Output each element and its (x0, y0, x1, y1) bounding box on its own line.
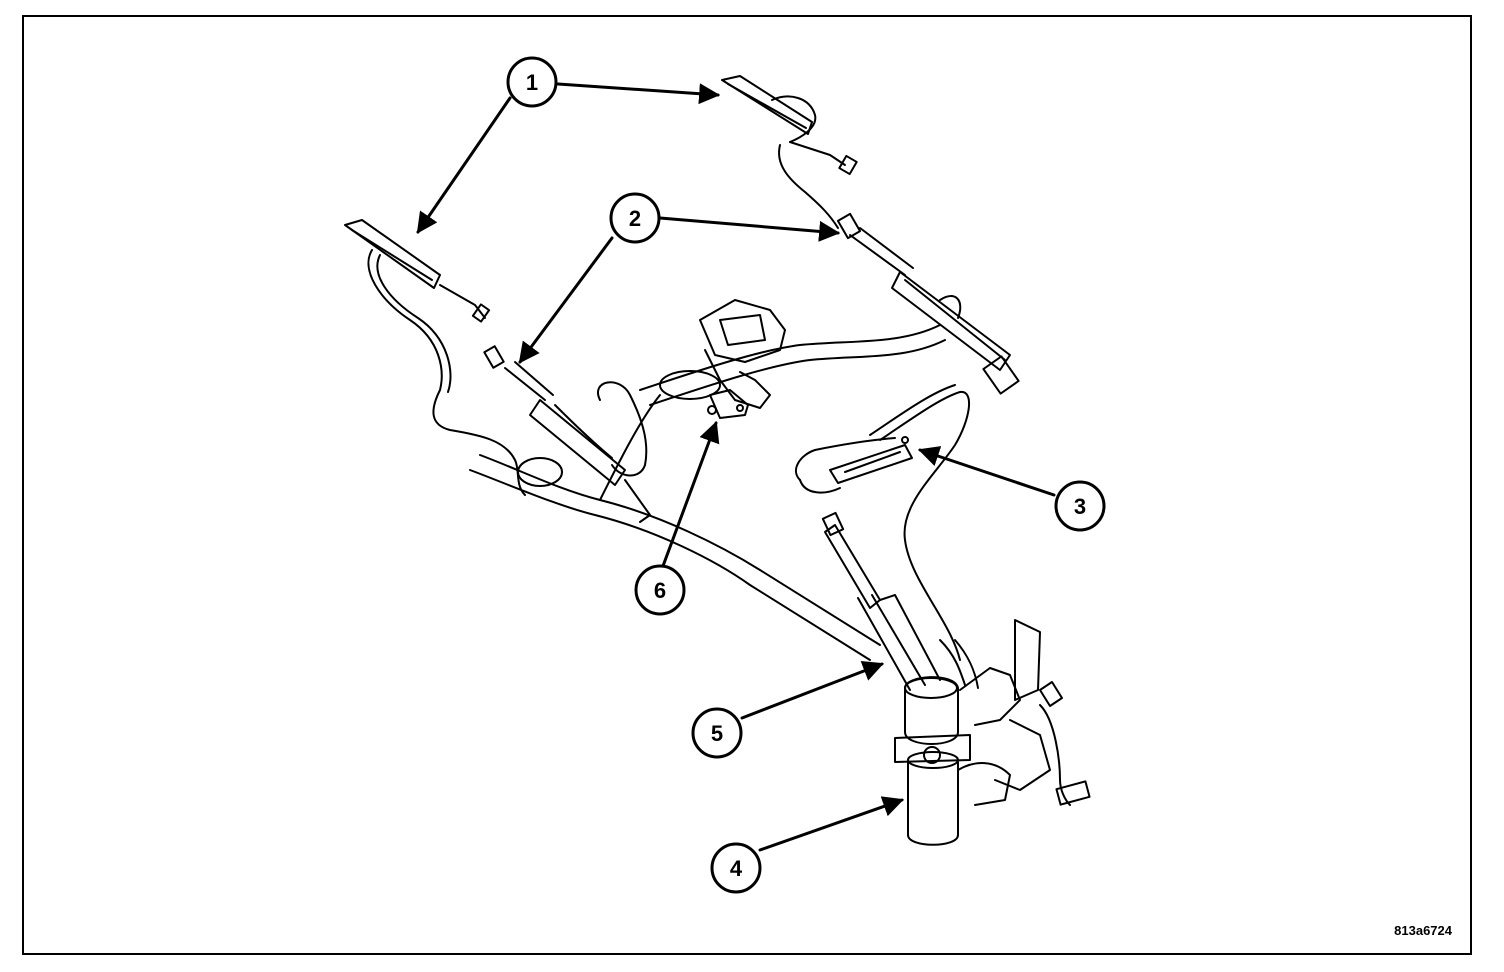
callout-5: 5 (691, 707, 743, 759)
callout-2: 2 (609, 192, 661, 244)
callout-5-label: 5 (711, 721, 723, 746)
callout-4: 4 (710, 842, 762, 894)
callout-3-label: 3 (1074, 494, 1086, 519)
pump-motor (821, 511, 1091, 846)
callout-6: 6 (634, 564, 686, 616)
sensor-top-right (721, 75, 858, 229)
leader-lines (416, 82, 1056, 852)
figure-frame (22, 15, 1472, 955)
actuator-right (836, 212, 1020, 395)
callout-4-label: 4 (730, 856, 743, 881)
sensor-top-left (344, 219, 526, 496)
callout-1: 1 (506, 56, 558, 108)
callout-1-label: 1 (526, 70, 538, 95)
actuator-left (483, 345, 651, 523)
main-harness (469, 324, 946, 661)
figure-id-label: 813a6724 (1394, 923, 1452, 938)
harness-sensor (795, 384, 971, 661)
latch-assembly (699, 299, 786, 419)
callout-3: 3 (1054, 480, 1106, 532)
callout-6-label: 6 (654, 578, 666, 603)
callout-2-label: 2 (629, 206, 641, 231)
